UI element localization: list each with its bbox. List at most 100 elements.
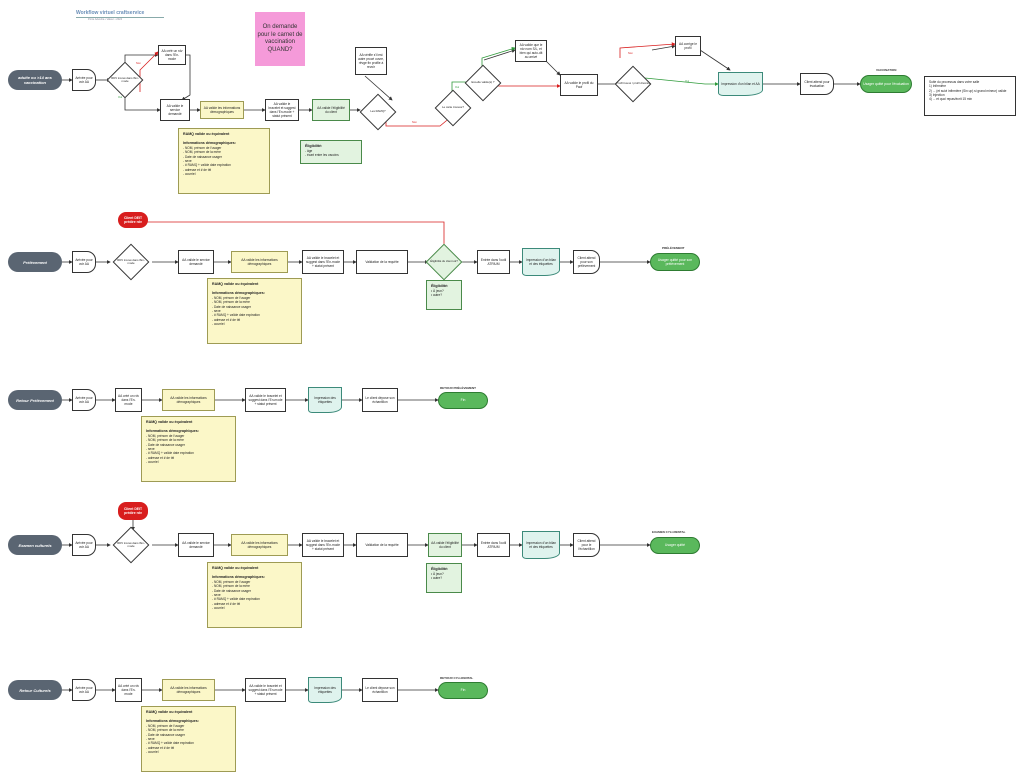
ramq-subtitle: Informations démographiques: [146,429,199,434]
ramq-item: - NOM, prénom de la mère [146,728,184,733]
print-summary-doc: Impression d'un bilan et AA [718,72,763,96]
print-labels-doc: Impression d'un bilan et des étiquettes [522,248,560,276]
ramq-note: RAMQ valide ou équivalent Informations d… [141,416,236,482]
terminal-examen: Usager quitté [650,537,700,554]
followup-item: 2) ... (et suivi infirmière (Sin up) si … [929,88,1007,93]
ramq-note: RAMQ valide ou équivalent Informations d… [178,128,270,194]
terminal-label-retour-prelevement: RETOUR PRÉLÈVEMENT [440,386,476,390]
eligibility-title: Éligibilité: [431,567,449,571]
request-validation-step: Validation de la requête [356,533,408,557]
validate-eligibility-step: AA valide l'éligibilité du client [312,99,350,121]
followup-item: 1) Infirmière [929,84,947,89]
eligibility-item: • autre? [431,576,443,581]
ramq-subtitle: Informations démographiques: [212,291,265,296]
ramq-subtitle: Informations démographiques: [146,719,199,724]
ramq-item: - # RAMQ + valide date expiration [146,451,194,456]
terminal-label-examen: EXAMEN CYLI-RENTAL [652,530,686,534]
ramq-item: - courriel [212,605,225,610]
atrium-entry-step: Entrée dans l'outil ATRIUM [477,533,510,557]
eligibility-item: - écart entre les vaccins [305,153,339,158]
ramq-title: RAMQ valide ou équivalent [212,566,259,570]
create-rdv-step: AA créé un rdv dans l'En-mode [115,388,142,412]
arrive-step: Arrivée pour voir AA [72,69,96,91]
ramq-item: - courriel [212,321,225,326]
eligibility-item: • À jeun? [431,571,444,576]
lane-pill-prelevement: Prélèvement [8,252,62,272]
eligibility-note: Éligibilité: • À jeun? • autre? [426,563,462,593]
client-waits-step: Client attend pour le l'échantillon [573,533,600,557]
ramq-item: - sexe [146,736,155,741]
ramq-subtitle: Informations démographiques: [183,141,236,146]
ramq-item: - # RAMQ + valide date expiration [212,597,260,602]
ramq-title: RAMQ valide ou équivalent [183,132,230,136]
request-validation-step: Validation de la requête [356,250,408,274]
yes-label: Oui [118,96,123,99]
check-card-step: AA vérifie s'il est autre procé ouvre, r… [355,47,387,75]
arrive-step: Arrivée pour voir AA [72,251,96,273]
print-labels-doc: Impression des étiquettes [308,677,342,703]
ramq-item: - NOM, prénom de l'usager [183,146,222,150]
ramq-item: - adresse et # de tél [146,745,175,750]
arrive-step: Arrivée pour voir AA [72,534,96,556]
print-labels-doc: Impression d'un bilan et des étiquettes [522,531,560,559]
ramq-item: - NOM, prénom de l'usager [212,580,251,584]
ramq-item: - sexe [183,158,192,163]
validate-rdv-step: AA valide que le rdv nom S/L, et bien qu… [515,40,547,62]
lane-pill-retour-prelevement: Retour Prélèvement [8,390,62,410]
validate-eligibility-step: AA valide l'éligibilité du client [428,533,462,557]
ramq-item: - adresse et # de tél [212,317,241,322]
rdv-decision-label: RDV trouvé dans l'En-mode [111,75,139,83]
atrium-entry-step: Entrée dans l'outil ATRIUM [477,250,510,274]
followup-title: Suite du processus dans votre salle [929,80,980,84]
eligibility-item: • À jeun? [431,288,444,293]
validate-demographics-step: AA valide les informations démographique… [231,534,288,556]
terminal-prelevement: Usager quitté pour son prélèvement [650,253,700,271]
sticky-note: On demande pour le carnet de vaccination… [255,12,305,66]
terminal-vaccination: Usager quitté pour l'évaluation [860,75,912,93]
ramq-item: - courriel [183,171,196,176]
validate-service-step: AA valide le service demandé [178,250,214,274]
terminal-label-vaccination: VACCINATION [876,68,897,72]
no-label: Non [412,121,417,124]
fix-profile-step: AA corrige le profil [675,36,701,56]
ramq-item: - sexe [212,592,221,597]
print-labels-doc: Impression des étiquettes [308,387,342,413]
validate-demographics-step: AA valide les informations démographique… [162,679,215,701]
client-deposit-step: Le client dépose son échantillon [362,678,398,702]
eligibility-item: • autre? [431,293,443,298]
ramq-subtitle: Informations démographiques: [212,575,265,580]
no-label: Non [136,62,141,65]
rdv-decision-label: RDV trouvé dans l'En-mode [117,257,145,265]
ramq-item: - Date de naissance usager [212,588,251,593]
client-deposit-step: Le client dépose son échantillon [362,388,398,412]
arrive-step: Arrivée pour voir AA [72,389,96,411]
validate-demographics-step: AA valide les informations démographique… [162,389,215,411]
ramq-item: - sexe [146,446,155,451]
lane-pill-examen: Examen culturels [8,535,62,555]
diagram-title: Workflow virtuel craftservice [76,10,145,16]
terminal-label-retour-culturel: RETOUR CYLI-RENTAL [440,676,474,680]
validate-bracelet-step: AA valide le bracelet et suggest dans l'… [245,388,286,412]
followup-item: 4) ... et quoi repas/écrit 15 min [929,97,973,102]
validate-demographics-step: AA valide les informations démographique… [200,101,244,119]
ramq-item: - NOM, prénom de l'usager [146,434,185,438]
no-label: Non [628,52,633,55]
ramq-item: - Date de naissance usager [212,304,251,309]
ramq-decision-label: Les RAMQ? [370,109,386,114]
lane-pill-vaccination: adulte ou >14 ans vaccination [8,70,62,90]
validate-service-step: AA valide le service demandé [178,533,214,557]
eligibility-title: Éligibilité: [431,284,449,288]
yes-label: Oui [685,80,690,83]
rdv-decision-label: RDV trouvé dans l'En-mode [117,540,145,548]
validate-profile-step: AA valide le profil du Paof [560,74,598,96]
ramq-note: RAMQ valide ou équivalent Informations d… [207,562,302,628]
diagram-subtitle: Porte Advertia • Valeur • 2024 [88,18,123,21]
ramq-item: - courriel [146,459,159,464]
ramq-item: - courriel [146,749,159,754]
create-rdv-step: AA créé un rdv dans l'En-mode [158,45,186,65]
ramq-item: - NOM, prénom de la mère [183,150,221,155]
terminal-retour-culturel: Fin [438,682,488,699]
eligibility-note: Éligibilité: - âge - écart entre les vac… [300,140,362,164]
client-waits-step: Client attend pour son prélèvement [573,250,600,274]
